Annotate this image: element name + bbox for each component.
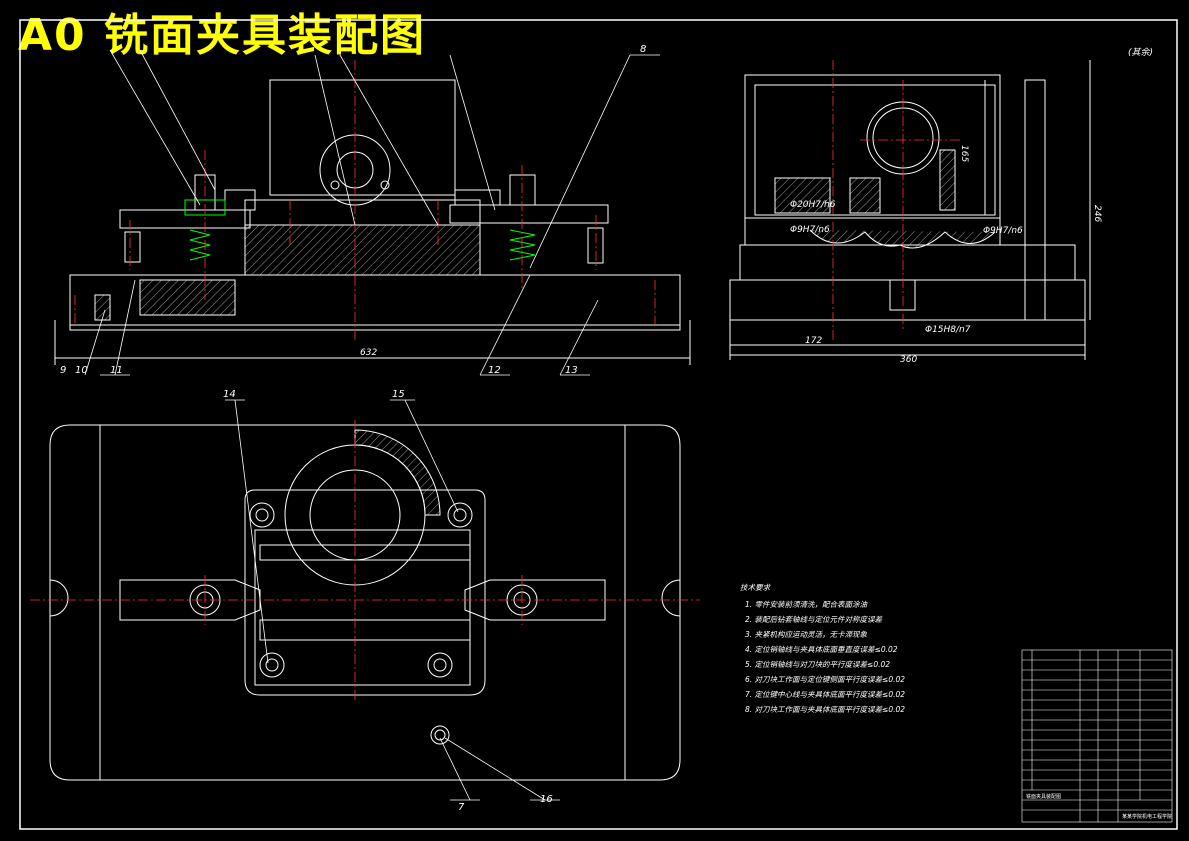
tech-req-item: 2. 装配后钻套轴线与定位元件对称度误差: [745, 615, 884, 624]
part-label-10: 10: [75, 365, 88, 376]
dim-side-height: 246: [1092, 205, 1102, 222]
roughness-note: (其余): [1128, 47, 1153, 58]
title-block-school: 某某学院机电工程学院: [1122, 813, 1172, 820]
drawing-border: [19, 19, 1178, 830]
technical-requirements: 技术要求 1. 零件安装前须清洗，配合表面涂油 2. 装配后钻套轴线与定位元件对…: [740, 583, 905, 714]
side-centerlines: [832, 60, 960, 340]
part-label-13: 13: [565, 365, 578, 376]
dim-side-height-inner: 165: [959, 145, 969, 162]
part-label-7: 7: [458, 802, 465, 813]
part-label-14: 14: [223, 389, 236, 400]
top-view: [49, 424, 681, 781]
fit-annotation-3: Φ9H7/n6: [983, 226, 1023, 236]
tech-req-item: 1. 零件安装前须清洗，配合表面涂油: [745, 600, 869, 609]
tech-req-item: 5. 定位销轴线与对刀块的平行度误差≤0.02: [745, 660, 890, 669]
dim-side-offset: 172: [805, 336, 822, 346]
title-block-drawing-name: 铣面夹具装配图: [1026, 793, 1061, 800]
tech-req-item: 4. 定位销轴线与夹具体底面垂直度误差≤0.02: [745, 645, 898, 654]
side-view: [729, 60, 1091, 360]
top-leaders: [225, 399, 560, 801]
fit-annotation-1: Φ20H7/h6: [790, 200, 836, 210]
part-label-8: 8: [640, 44, 646, 55]
fit-annotation-2: Φ9H7/n6: [790, 225, 830, 235]
tech-req-item: 7. 定位键中心线与夹具体底面平行度误差≤0.02: [745, 690, 905, 699]
part-label-15: 15: [392, 389, 405, 400]
drawing-title: A0 铣面夹具装配图: [18, 10, 426, 61]
fit-annotation-4: Φ15H8/n7: [925, 325, 971, 335]
front-view: [54, 79, 691, 365]
tech-req-item: 8. 对刀块工作面与夹具体底面平行度误差≤0.02: [745, 705, 905, 714]
front-centerlines: [74, 60, 656, 340]
tech-req-item: 6. 对刀块工作面与定位键侧面平行度误差≤0.02: [745, 675, 905, 684]
tech-req-item: 3. 夹紧机构应运动灵活，无卡滞现象: [745, 630, 868, 639]
tech-req-heading: 技术要求: [740, 583, 771, 592]
part-label-9: 9: [60, 365, 66, 376]
part-label-12: 12: [488, 365, 501, 376]
dim-side-width: 360: [900, 355, 917, 365]
top-centerlines: [30, 420, 700, 700]
front-leaders: [84, 49, 660, 376]
dim-front-width: 632: [360, 348, 377, 358]
part-label-16: 16: [540, 794, 553, 805]
part-label-11: 11: [110, 365, 123, 376]
title-block: [1021, 649, 1173, 823]
